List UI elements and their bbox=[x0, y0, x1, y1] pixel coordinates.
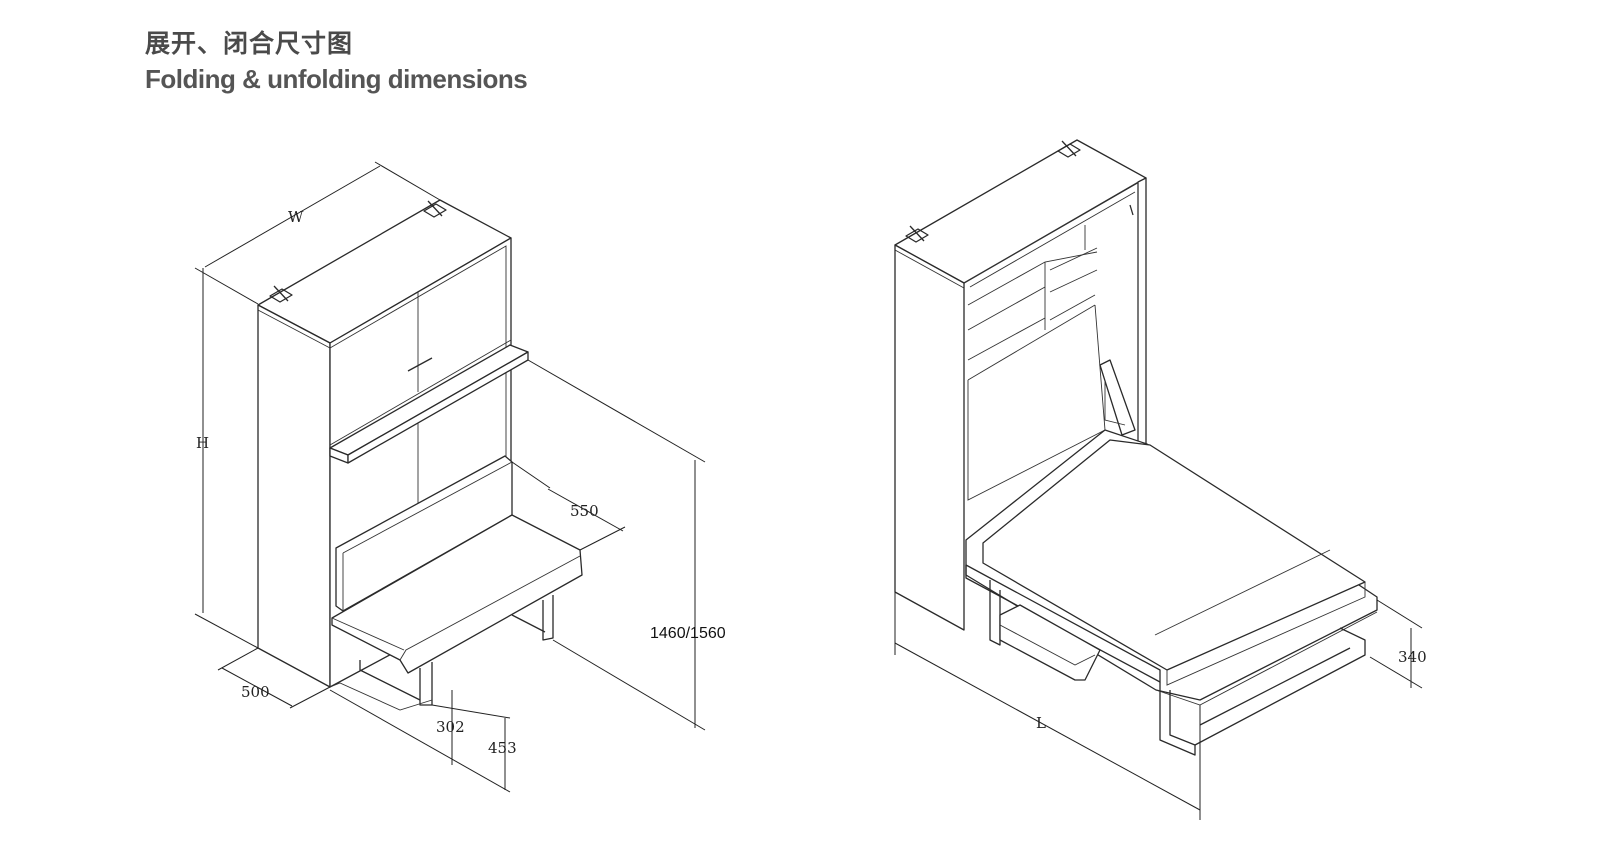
wall-bracket-right-a bbox=[905, 225, 929, 243]
dim-width-label: W bbox=[288, 208, 304, 226]
cabinet-side bbox=[257, 304, 331, 688]
cabinet-top-right bbox=[894, 139, 1147, 284]
left-view-sofa-mode: W H 500 550 1460/1560 302 453 bbox=[194, 161, 726, 793]
right-view-bed-mode: L 340 bbox=[894, 139, 1427, 820]
title-chinese: 展开、闭合尺寸图 bbox=[145, 29, 354, 58]
dim-length-label: L bbox=[1036, 714, 1046, 732]
dim-unfolded-length-label: 1460/1560 bbox=[650, 625, 726, 642]
wall-bracket-right bbox=[423, 200, 447, 218]
dim-bed-height-label: 340 bbox=[1398, 648, 1427, 666]
dim-seat-depth-label: 550 bbox=[570, 502, 599, 520]
dim-depth-label: 500 bbox=[241, 683, 270, 701]
bed-leg-front bbox=[1159, 682, 1196, 756]
dim-seat-height-b-label: 453 bbox=[488, 739, 517, 757]
sofa-leg-back bbox=[542, 595, 554, 641]
sofa-leg-front bbox=[419, 662, 433, 706]
sofa-seat bbox=[331, 514, 583, 674]
hinge-mechanism bbox=[1099, 359, 1136, 436]
wall-bracket-right-b bbox=[1057, 140, 1081, 158]
dim-seat-height-a-label: 302 bbox=[436, 718, 465, 736]
stored-sofa bbox=[999, 604, 1101, 681]
cabinet-side-right bbox=[894, 244, 965, 631]
title-english: Folding & unfolding dimensions bbox=[145, 64, 528, 94]
wall-bracket-left bbox=[269, 285, 293, 303]
door-handle bbox=[407, 357, 433, 372]
dim-height-label: H bbox=[196, 434, 209, 452]
